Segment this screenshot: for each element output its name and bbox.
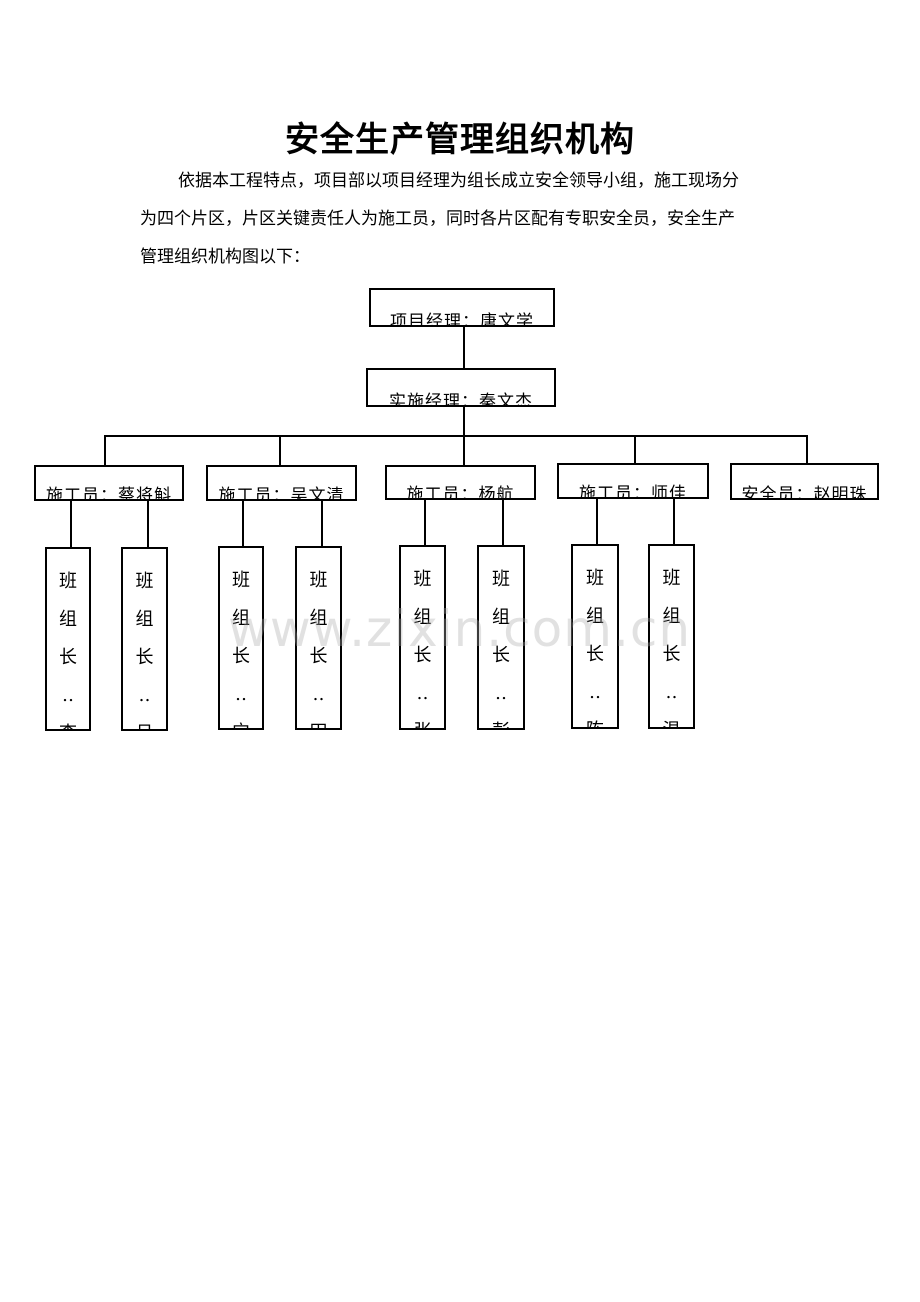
team-leader-char: 长	[135, 647, 154, 668]
team-leader-box: 班 组 长 ‥ 宁	[218, 546, 264, 730]
team-leader-box: 班 组 长 ‥ 温	[648, 544, 695, 729]
intro-line-1: 依据本工程特点，项目部以项目经理为组长成立安全领导小组，施工现场分	[178, 171, 739, 191]
team-leader-char: 长	[586, 644, 604, 665]
team-leader-char: 组	[662, 606, 681, 627]
connector-line	[463, 435, 465, 466]
team-leader-char: 组	[309, 608, 328, 629]
team-leader-char: ‥	[61, 685, 74, 706]
team-leader-box: 班 组 长 ‥ 彭	[477, 545, 525, 730]
project-manager-box: 项目经理：唐文学	[369, 288, 555, 327]
team-leader-char: 班	[662, 568, 681, 589]
team-leader-box: 班 组 长 ‥ 张	[399, 545, 446, 730]
page-title: 安全生产管理组织机构	[285, 120, 635, 160]
implementation-manager-box: 实施经理：秦文杰	[366, 368, 556, 407]
supervisor-label: 施工员：吴文清	[218, 486, 345, 501]
intro-line-2: 为四个片区，片区关键责任人为施工员，同时各片区配有专职安全员，安全生产	[140, 209, 735, 229]
team-leader-name: 彭	[479, 713, 523, 728]
implementation-manager-label: 实施经理：秦文杰	[389, 392, 533, 407]
safety-officer-box: 安全员：赵明珠	[730, 463, 879, 500]
safety-officer-label: 安全员：赵明珠	[741, 485, 868, 500]
team-leader-char: ‥	[416, 683, 429, 704]
connector-line	[70, 500, 72, 548]
connector-line	[634, 435, 636, 466]
team-leader-char: 长	[413, 645, 432, 666]
team-leader-box: 班 组 长 ‥ 李	[45, 547, 91, 731]
supervisor-box: 施工员：杨航	[385, 465, 536, 500]
team-leader-char: 班	[413, 569, 432, 590]
team-leader-name: 田	[297, 714, 340, 728]
team-leader-char: 班	[309, 570, 328, 591]
team-leader-box: 班 组 长 ‥ 陈	[571, 544, 619, 729]
supervisor-box: 施工员：吴文清	[206, 465, 357, 501]
connector-line	[673, 498, 675, 545]
connector-line	[502, 499, 504, 546]
connector-line	[147, 500, 149, 548]
team-leader-char: 组	[492, 607, 510, 628]
team-leader-char: 长	[309, 646, 328, 667]
team-leader-char: 组	[135, 609, 154, 630]
team-leader-char: ‥	[312, 684, 325, 705]
team-leader-char: 班	[135, 571, 154, 592]
team-leader-char: 长	[59, 647, 77, 668]
project-manager-label: 项目经理：唐文学	[390, 312, 534, 327]
team-leader-name: 宁	[220, 714, 262, 728]
connector-line	[104, 435, 106, 466]
team-leader-char: 组	[59, 609, 77, 630]
connector-line	[463, 326, 465, 369]
team-leader-char: 组	[232, 608, 250, 629]
team-leader-name: 张	[401, 713, 444, 728]
team-leader-char: ‥	[138, 685, 151, 706]
team-leader-name: 李	[47, 715, 89, 729]
connector-line	[321, 500, 323, 547]
team-leader-char: ‥	[494, 683, 507, 704]
team-leader-box: 班 组 长 ‥ 田	[295, 546, 342, 730]
team-leader-char: 长	[492, 645, 510, 666]
team-leader-char: ‥	[665, 682, 678, 703]
team-leader-char: 长	[232, 646, 250, 667]
supervisor-box: 施工员：师佳	[557, 463, 709, 499]
connector-line	[596, 498, 598, 545]
intro-line-3: 管理组织机构图以下：	[140, 247, 310, 267]
connector-line	[806, 435, 808, 466]
connector-bus	[104, 435, 808, 437]
team-leader-char: 班	[232, 570, 250, 591]
team-leader-char: ‥	[588, 682, 601, 703]
team-leader-char: 组	[586, 606, 604, 627]
team-leader-char: 长	[662, 644, 681, 665]
supervisor-box: 施工员：蔡将斛	[34, 465, 184, 501]
team-leader-name: 陈	[573, 712, 617, 727]
connector-line	[242, 500, 244, 547]
connector-line	[279, 435, 281, 466]
team-leader-char: 班	[586, 568, 604, 589]
team-leader-name: 温	[650, 712, 693, 727]
connector-line	[463, 406, 465, 437]
team-leader-char: 组	[413, 607, 432, 628]
supervisor-label: 施工员：蔡将斛	[46, 486, 172, 501]
team-leader-char: ‥	[234, 684, 247, 705]
supervisor-label: 施工员：师佳	[579, 484, 687, 499]
team-leader-name: 吕	[123, 715, 166, 729]
connector-line	[424, 499, 426, 546]
team-leader-box: 班 组 长 ‥ 吕	[121, 547, 168, 731]
team-leader-char: 班	[492, 569, 510, 590]
supervisor-label: 施工员：杨航	[406, 485, 515, 500]
team-leader-char: 班	[59, 571, 77, 592]
